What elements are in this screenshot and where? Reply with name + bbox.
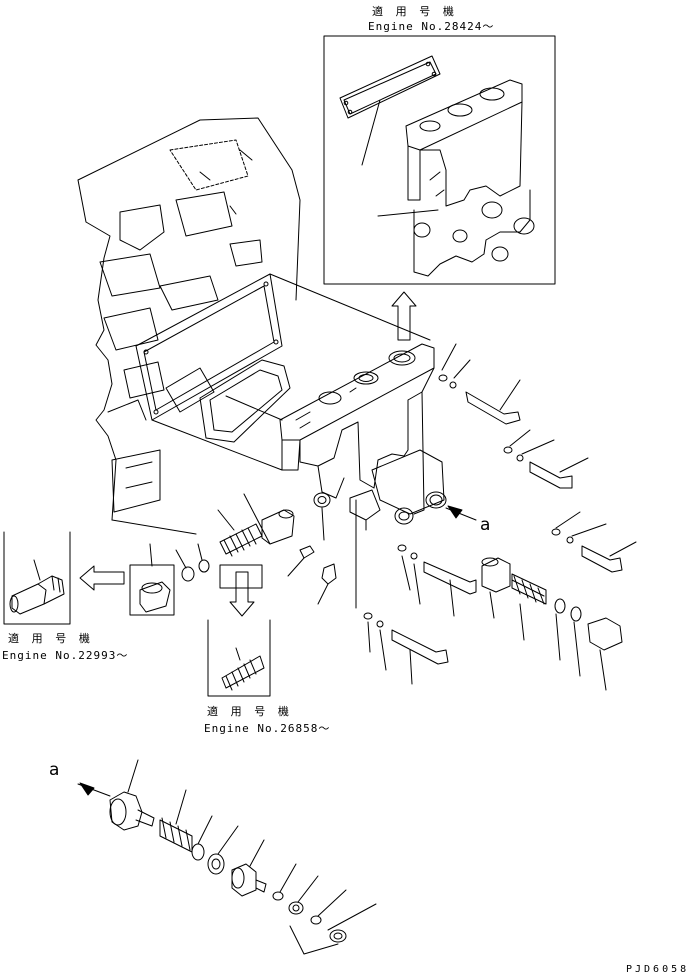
bolt-set-upper	[438, 343, 521, 425]
drawing-code: PJD6058	[626, 964, 690, 975]
inset-left	[3, 531, 71, 625]
callout-a-main: a	[480, 515, 491, 535]
inset-top-jp-label: 適 用 号 機	[372, 5, 457, 18]
manifold-body	[279, 343, 447, 541]
inset-top-engine-label: Engine No.28424～	[368, 20, 495, 33]
inset-left-jp-label: 適 用 号 機	[8, 632, 93, 645]
gasket-large	[135, 273, 283, 421]
inset-middle-engine-label: Engine No.26858～	[204, 722, 331, 735]
arrow-left-to-inset	[79, 565, 125, 591]
inset-left-engine-label: Engine No.22993～	[2, 649, 129, 662]
bolt-set-lower	[355, 499, 449, 685]
plug-group	[129, 543, 175, 616]
projection-lines	[151, 273, 431, 471]
valve-parts-left	[175, 493, 337, 605]
spring-group-bracket	[219, 564, 263, 589]
callout-a-arrow	[445, 505, 477, 521]
valve-row-right	[481, 557, 623, 691]
engine-block	[77, 117, 301, 535]
bolt-set-mid	[503, 429, 589, 489]
inset-top	[323, 35, 556, 285]
arrow-up-to-inset	[391, 291, 417, 341]
detail-a-assembly	[77, 759, 377, 955]
bolt-set-right	[551, 511, 637, 573]
inset-middle	[207, 619, 271, 697]
inset-middle-jp-label: 適 用 号 機	[207, 705, 292, 718]
callout-a-detail: a	[49, 760, 60, 780]
gasket-small	[165, 359, 291, 443]
arrow-down-to-inset	[229, 571, 255, 617]
bolt-set-lower-mid	[397, 544, 477, 617]
